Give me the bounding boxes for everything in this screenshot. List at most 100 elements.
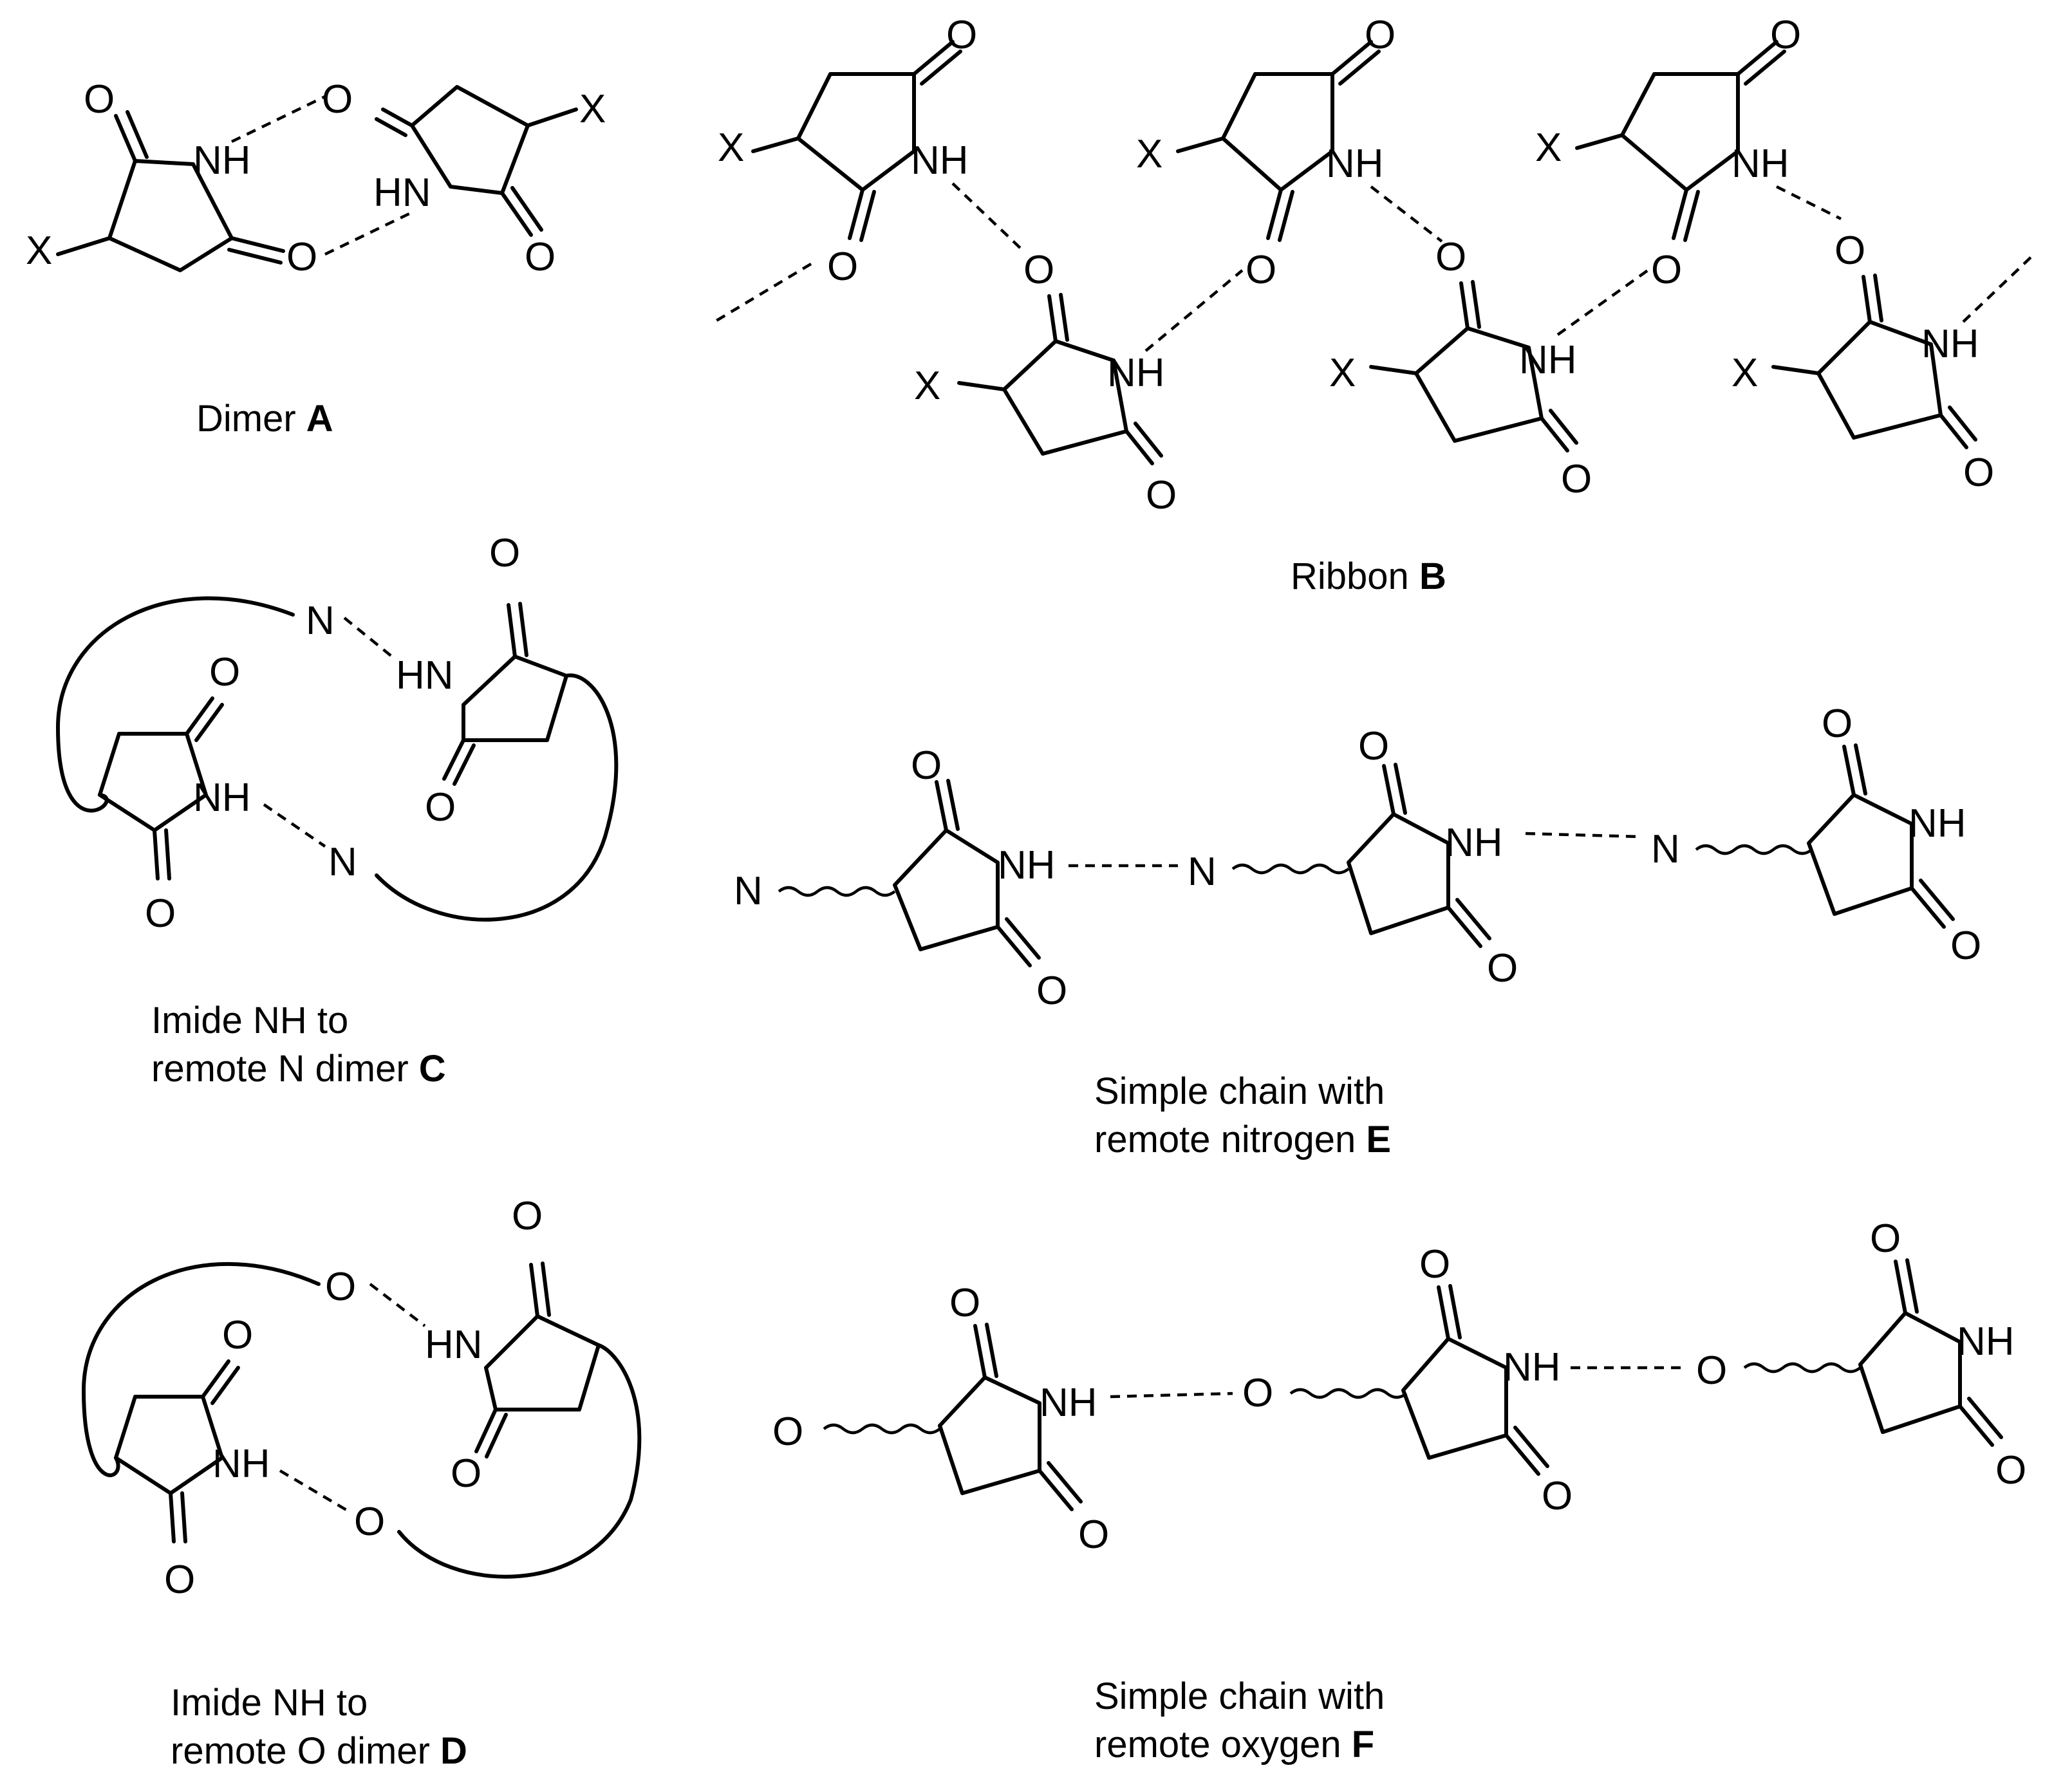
atom-x: X	[26, 228, 52, 273]
bond	[1807, 793, 1914, 916]
atom-x: X	[1329, 351, 1356, 395]
atom-nh: NH	[1326, 142, 1384, 186]
bond	[1939, 413, 1968, 449]
bond	[1919, 879, 1955, 921]
atom-o: O	[1146, 473, 1177, 517]
atom-hn: HN	[373, 171, 431, 215]
bond	[935, 780, 948, 832]
hydrogen-bond	[1144, 269, 1244, 352]
atom-n: N	[328, 840, 357, 884]
caption-c-line2: remote N dimer C	[151, 1048, 446, 1090]
bond	[1369, 365, 1418, 375]
atom-o: O	[1365, 13, 1395, 57]
bond	[1002, 339, 1128, 456]
bond	[1448, 1284, 1462, 1339]
atom-x: X	[718, 126, 744, 170]
atom-o: O	[1770, 13, 1801, 57]
bond	[1540, 416, 1569, 452]
bond	[1672, 188, 1688, 240]
atom-o: O	[325, 1265, 356, 1309]
bond	[375, 117, 407, 137]
bond	[1771, 365, 1820, 375]
bond	[1330, 40, 1373, 76]
bond	[1455, 898, 1491, 940]
atom-o: O	[425, 785, 456, 830]
bond	[848, 188, 864, 240]
bond	[1575, 133, 1624, 150]
bond	[230, 236, 285, 253]
bond	[462, 655, 568, 742]
atom-nh: NH	[1957, 1319, 2015, 1364]
bond	[1394, 763, 1407, 815]
bond	[957, 381, 1006, 391]
atom-o: O	[1870, 1216, 1901, 1261]
bond	[484, 1314, 601, 1411]
hydrogen-bond	[1370, 185, 1443, 243]
bond	[98, 732, 208, 832]
bond	[1862, 275, 1872, 324]
atom-o: O	[1834, 228, 1865, 273]
atom-x: X	[1535, 126, 1562, 170]
dimer-a: O NH O X O HN O X Dimer A	[26, 77, 606, 440]
caption-f-line1: Simple chain with	[1094, 1675, 1385, 1717]
bond	[381, 107, 414, 127]
atom-n: N	[1651, 827, 1680, 871]
caption-c-line1: Imide NH to	[151, 1000, 348, 1041]
bond	[1005, 917, 1041, 960]
bond	[996, 925, 1032, 967]
hydrogen-bond	[231, 95, 326, 144]
bond	[985, 1323, 998, 1378]
bond	[1549, 409, 1578, 445]
bond	[210, 1366, 240, 1405]
bond	[518, 602, 528, 657]
bond	[114, 114, 137, 163]
bond	[1967, 1397, 2003, 1439]
atom-o: O	[525, 235, 555, 279]
bond	[1504, 1433, 1540, 1476]
hydrogen-bond	[1962, 253, 2035, 323]
atom-nh: NH	[1445, 821, 1503, 865]
hydrogen-bond	[1110, 1392, 1233, 1399]
atom-o: O	[164, 1558, 195, 1602]
bond	[938, 1375, 1041, 1495]
bond	[82, 1262, 321, 1478]
bond	[1854, 743, 1867, 796]
atom-o: O	[1542, 1474, 1573, 1518]
bond	[1125, 429, 1154, 465]
atom-o: O	[1036, 969, 1067, 1013]
caption-a: Dimer A	[196, 398, 333, 440]
atom-o: O	[1995, 1448, 2026, 1493]
wavy-bond	[1289, 1388, 1408, 1399]
bond	[410, 85, 530, 195]
hydrogen-bond	[279, 1469, 352, 1514]
atom-o: O	[1561, 457, 1592, 501]
bond	[893, 828, 1000, 951]
hydrogen-bond	[324, 210, 413, 256]
atom-nh: NH	[911, 138, 969, 183]
atom-o: O	[1963, 451, 1994, 495]
bond	[973, 1324, 987, 1379]
wavy-bond	[1231, 863, 1350, 875]
bond	[1858, 1311, 1962, 1434]
bond	[541, 1262, 551, 1317]
atom-nh: NH	[1503, 1345, 1561, 1390]
bond	[126, 110, 149, 159]
bond	[912, 40, 955, 76]
atom-hn: HN	[425, 1323, 483, 1367]
bond	[1842, 745, 1856, 797]
bond	[1347, 812, 1450, 935]
atom-o: O	[1242, 1371, 1273, 1415]
atom-n: N	[306, 599, 335, 643]
atom-o: O	[772, 1410, 803, 1454]
dimer-c: O NH O O HN O N N Imide NH to remote N d…	[56, 531, 619, 1090]
bond	[169, 1491, 176, 1543]
bond	[500, 191, 533, 237]
bond	[1047, 1461, 1083, 1504]
atom-x: X	[914, 364, 940, 408]
atom-o: O	[1950, 924, 1981, 968]
bond	[56, 236, 111, 256]
atom-o: O	[145, 891, 176, 936]
bond	[1816, 320, 1943, 440]
bond	[56, 596, 295, 813]
